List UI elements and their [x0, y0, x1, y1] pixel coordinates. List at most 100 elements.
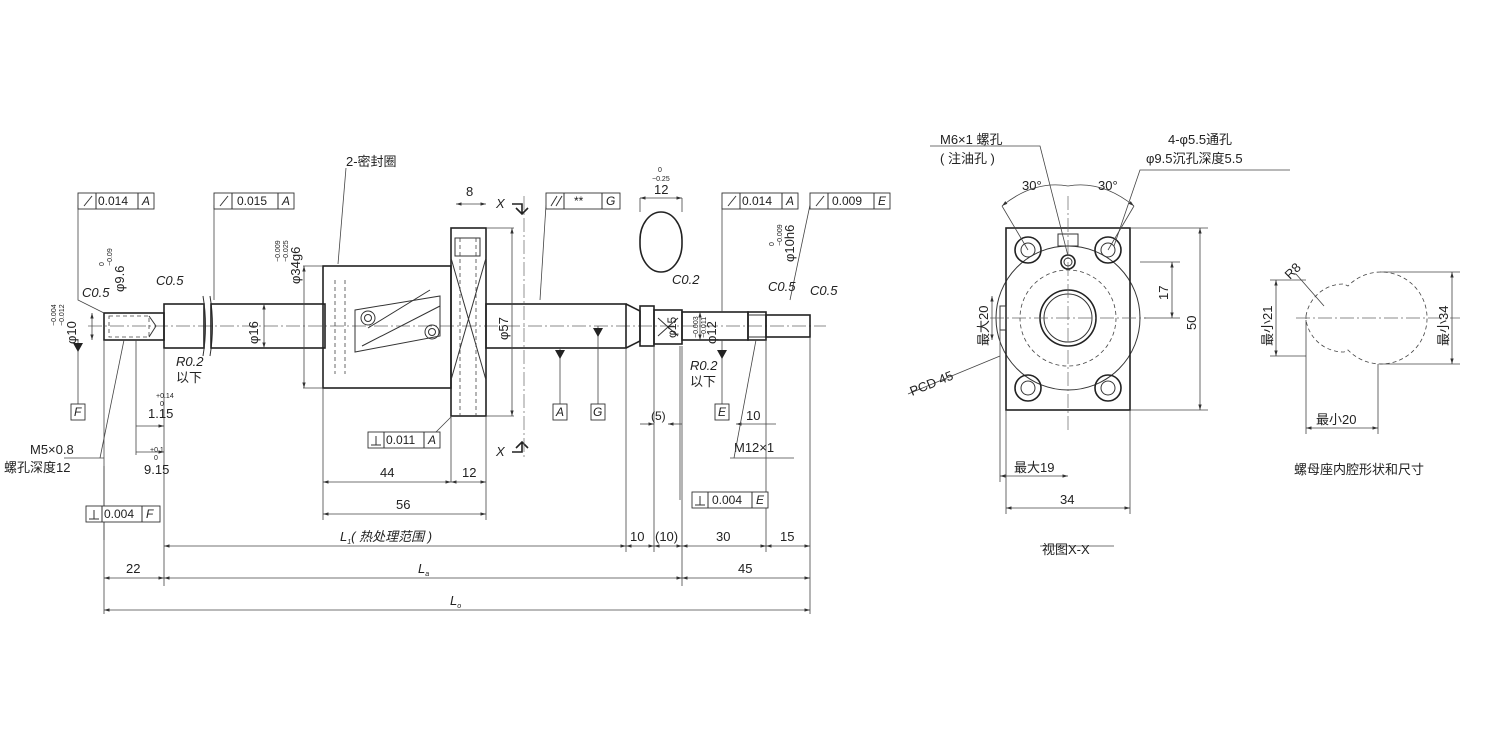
svg-text:X: X	[495, 444, 506, 459]
svg-text:F: F	[146, 507, 154, 521]
svg-text:φ10: φ10	[64, 321, 79, 344]
svg-text:15: 15	[780, 529, 794, 544]
svg-text:0.004: 0.004	[104, 507, 134, 521]
return-tube	[354, 289, 441, 353]
screw-shaft-right	[485, 303, 627, 349]
main-view-labels: 2-密封圈 C0.5 C0.5 C0.5 C0.5 C0.2 R0.2 以下 R…	[4, 154, 838, 610]
svg-text:φ9.6: φ9.6	[112, 265, 127, 292]
svg-text:0.015: 0.015	[237, 194, 267, 208]
svg-text:R0.2: R0.2	[176, 354, 204, 369]
svg-text:(5): (5)	[651, 409, 666, 423]
svg-text:E: E	[718, 405, 727, 419]
svg-text:最小20: 最小20	[1316, 412, 1356, 427]
svg-text:最大20: 最大20	[976, 306, 991, 346]
svg-text:最大19: 最大19	[1014, 460, 1054, 475]
svg-text:φ15: φ15	[665, 317, 679, 338]
svg-text:最小21: 最小21	[1260, 306, 1275, 346]
svg-text:+0.14: +0.14	[156, 393, 174, 400]
svg-text:A: A	[785, 194, 794, 208]
svg-text:−0.009: −0.009	[777, 224, 784, 246]
svg-text:A: A	[281, 194, 290, 208]
svg-text:30°: 30°	[1022, 178, 1042, 193]
cavity-outline	[1305, 271, 1428, 365]
svg-text:44: 44	[380, 465, 394, 480]
screw-shaft	[210, 303, 326, 349]
datum-box-F: F	[70, 403, 86, 421]
svg-text:9.15: 9.15	[144, 462, 169, 477]
svg-text:22: 22	[126, 561, 140, 576]
tolerance-frame-flange: 0.011 A	[367, 431, 441, 449]
svg-text:8: 8	[466, 184, 473, 199]
svg-text:G: G	[606, 194, 615, 208]
tolerance-frame-right1: 0.014 A	[721, 192, 799, 210]
nut-seat-view	[1270, 271, 1460, 434]
svg-text:17: 17	[1156, 286, 1171, 300]
svg-text:10: 10	[630, 529, 644, 544]
tolerance-frame-right2: 0.009 E	[809, 192, 891, 210]
svg-text:L1( 热处理范围 ): L1( 热处理范围 )	[340, 529, 432, 546]
svg-text:M5×0.8: M5×0.8	[30, 442, 74, 457]
svg-text:C0.5: C0.5	[82, 285, 110, 300]
svg-text:0.009: 0.009	[832, 194, 862, 208]
view-xx	[907, 145, 1290, 547]
svg-text:Lo: Lo	[450, 593, 461, 610]
nut-seat-labels: R8 最小21 最小34 最小20 螺母座内腔形状和尺寸	[1260, 260, 1451, 477]
seal-label: 2-密封圈	[346, 154, 397, 169]
shaft-end-right	[765, 314, 811, 338]
svg-text:**: **	[574, 194, 584, 208]
svg-text:A: A	[427, 433, 436, 447]
svg-text:φ12: φ12	[704, 321, 719, 344]
svg-text:+0.1: +0.1	[150, 447, 164, 454]
svg-text:0.011: 0.011	[386, 433, 415, 447]
tolerance-frame-perp-F: 0.004 F	[85, 505, 161, 523]
svg-text:C0.5: C0.5	[768, 279, 796, 294]
svg-text:0: 0	[658, 167, 662, 174]
svg-text:C0.5: C0.5	[810, 283, 838, 298]
svg-text:30°: 30°	[1098, 178, 1118, 193]
svg-text:56: 56	[396, 497, 410, 512]
svg-text:30: 30	[716, 529, 730, 544]
svg-text:R0.2: R0.2	[690, 358, 718, 373]
svg-text:螺母座内腔形状和尺寸: 螺母座内腔形状和尺寸	[1294, 462, 1424, 477]
shaft-end-left	[103, 312, 165, 341]
nut-body	[322, 265, 452, 389]
svg-text:PCD 45: PCD 45	[908, 368, 956, 399]
svg-text:最小34: 最小34	[1436, 306, 1451, 346]
svg-text:以下: 以下	[176, 370, 202, 385]
svg-text:−0.25: −0.25	[652, 176, 670, 183]
svg-text:−0.025: −0.025	[283, 240, 290, 262]
svg-text:10: 10	[746, 408, 760, 423]
svg-text:F: F	[74, 405, 82, 419]
svg-text:1.15: 1.15	[148, 406, 173, 421]
svg-text:0.004: 0.004	[712, 493, 742, 507]
svg-text:φ34g6: φ34g6	[288, 247, 303, 284]
svg-text:M6×1 螺孔: M6×1 螺孔	[940, 132, 1003, 147]
svg-text:以下: 以下	[690, 374, 716, 389]
svg-text:0: 0	[769, 242, 776, 246]
svg-text:−0.003: −0.003	[693, 316, 700, 338]
datum-box-G: G	[590, 403, 606, 421]
svg-text:−0.012: −0.012	[59, 304, 66, 326]
svg-text:φ10h6: φ10h6	[782, 225, 797, 262]
svg-text:A: A	[141, 194, 150, 208]
section-arrow-top	[512, 203, 529, 216]
svg-text:−0.09: −0.09	[107, 248, 114, 266]
datum-box-E: E	[714, 403, 730, 421]
flange-section-cross	[450, 257, 487, 381]
svg-text:0: 0	[154, 455, 158, 462]
tolerance-frame-mid: 0.015 A	[213, 192, 295, 210]
tolerance-frame-parallel: ** G	[545, 192, 621, 210]
tolerance-frame-perp-E: 0.004 E	[691, 491, 769, 509]
svg-text:φ57: φ57	[496, 317, 511, 340]
tolerance-frame-left: 0.014 A	[77, 192, 155, 210]
svg-text:C0.2: C0.2	[672, 272, 700, 287]
svg-text:−0.009: −0.009	[275, 240, 282, 262]
datum-box-A: A	[552, 403, 568, 421]
svg-text:−0.004: −0.004	[51, 304, 58, 326]
svg-text:50: 50	[1184, 316, 1199, 330]
svg-text:(10): (10)	[655, 529, 678, 544]
svg-text:G: G	[593, 405, 602, 419]
svg-text:E: E	[878, 194, 887, 208]
shaft-left-segment	[163, 303, 205, 349]
